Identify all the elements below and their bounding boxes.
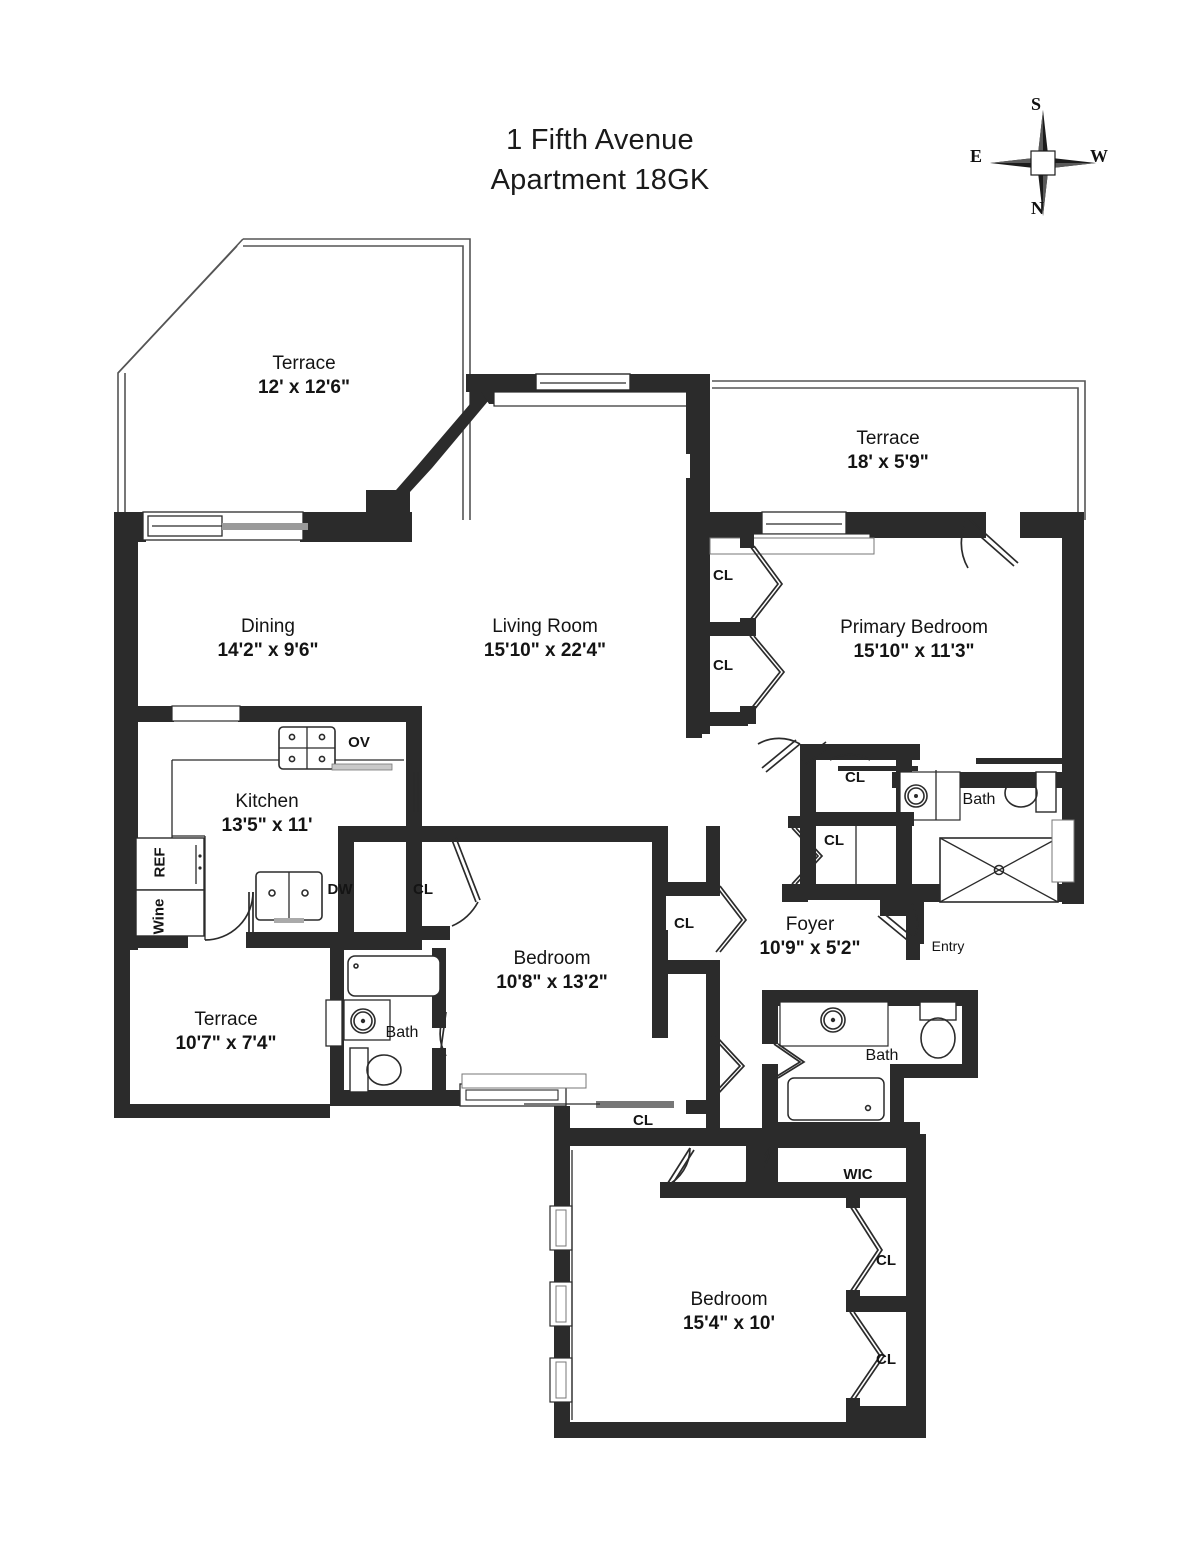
closet-label-hall-upper: CL (674, 915, 694, 932)
compass-star-icon (990, 110, 1096, 216)
closet-primary-walls (686, 532, 756, 738)
closet-label-primary-lower: CL (713, 657, 733, 674)
wall-dining-north (114, 511, 412, 542)
refrigerator-icon (135, 837, 205, 891)
door-closet-hall-upper (715, 885, 748, 953)
wall-foyer (782, 884, 924, 944)
wine-label: Wine (150, 898, 168, 935)
terrace-nw-railing (117, 238, 471, 520)
entry-label: Entry (931, 938, 965, 954)
window-bedroom-center (459, 1073, 587, 1107)
closet-label-bath-lower: CL (824, 832, 844, 849)
toilet-icon-hall-bath (919, 1001, 957, 1059)
bath-label-west: Bath (385, 1024, 419, 1041)
closet-label-hall-lower: CL (633, 1112, 653, 1129)
door-closet-primary-lower (749, 635, 786, 711)
closet-label-bedroom-s-up: CL (876, 1252, 896, 1269)
bath-label-primary: Bath (962, 791, 996, 808)
window-bedroom-south-1 (549, 1205, 573, 1251)
sink-icon-primary-bath (899, 770, 961, 821)
towel-bar-primary (838, 758, 1062, 771)
door-closet-bath-upper (801, 741, 831, 765)
wall-terrace-sw (114, 932, 330, 1118)
compass-label-bottom: N (1031, 198, 1044, 218)
refrigerator-label: REF (151, 847, 169, 878)
window-primary-north (709, 511, 875, 555)
closet-bedroom-south-walls (846, 1192, 908, 1422)
sink-icon-hall-bath (779, 1001, 889, 1047)
closet-kitchen-walls (406, 826, 460, 940)
oven-label: OV (348, 734, 370, 751)
window-bedroom-south-2 (549, 1281, 573, 1327)
bathtub-icon-hall-bath (787, 1077, 885, 1121)
closet-label-kitchen: CL (413, 881, 433, 898)
closet-label-bath-upper: CL (845, 769, 865, 786)
shower-icon-primary-bath (939, 819, 1075, 903)
door-closet-bath-lower (791, 827, 824, 885)
door-terrace-primary (960, 517, 1019, 569)
door-closet-bedroom-south-lower (849, 1311, 886, 1401)
door-living-to-hall (697, 452, 703, 490)
toilet-icon-primary-bath (1004, 771, 1057, 813)
door-primary-hall (757, 737, 801, 773)
door-bath-west (439, 1011, 447, 1057)
wall-dining-south (114, 705, 422, 722)
dishwasher-label: DW (327, 881, 353, 898)
bathtub-icon-west (347, 955, 441, 997)
compass-label-left: E (970, 146, 983, 166)
window-bedroom-south-3 (549, 1357, 573, 1403)
walk-in-closet-label: WIC (843, 1166, 873, 1183)
terrace-ne-railing (712, 380, 1086, 520)
wall-bath-west (330, 948, 446, 1106)
entry-door (877, 903, 920, 960)
door-closet-bedroom-south-upper (849, 1205, 884, 1293)
door-closet-hall-lower (711, 1035, 746, 1097)
terrace-sw-railing (117, 950, 330, 1113)
bath-label-hall: Bath (865, 1047, 899, 1064)
wine-cooler-icon (135, 889, 205, 937)
toilet-icon-west (349, 1047, 402, 1093)
compass-label-right: W (1090, 146, 1108, 166)
closet-label-bedroom-s-low: CL (876, 1351, 896, 1368)
sink-icon-kitchen (255, 871, 323, 923)
compass-rose: S N E W (968, 88, 1118, 238)
closet-label-primary-upper: CL (713, 567, 733, 584)
wall-kitchen-east (406, 706, 422, 834)
compass-label-top: S (1031, 94, 1042, 114)
closet-hall-upper-walls (652, 826, 720, 1040)
door-closet-primary-upper (749, 545, 784, 621)
window-terrace-sw (325, 999, 343, 1047)
wall-hall-connector (706, 1040, 764, 1198)
oven-door (413, 772, 419, 812)
door-bath-hall (773, 1043, 806, 1079)
door-closet-kitchen (451, 837, 481, 927)
range-icon (278, 726, 393, 771)
sink-icon-west (343, 999, 391, 1041)
door-kitchen-terrace (204, 891, 254, 941)
wall-west-exterior (114, 512, 142, 950)
